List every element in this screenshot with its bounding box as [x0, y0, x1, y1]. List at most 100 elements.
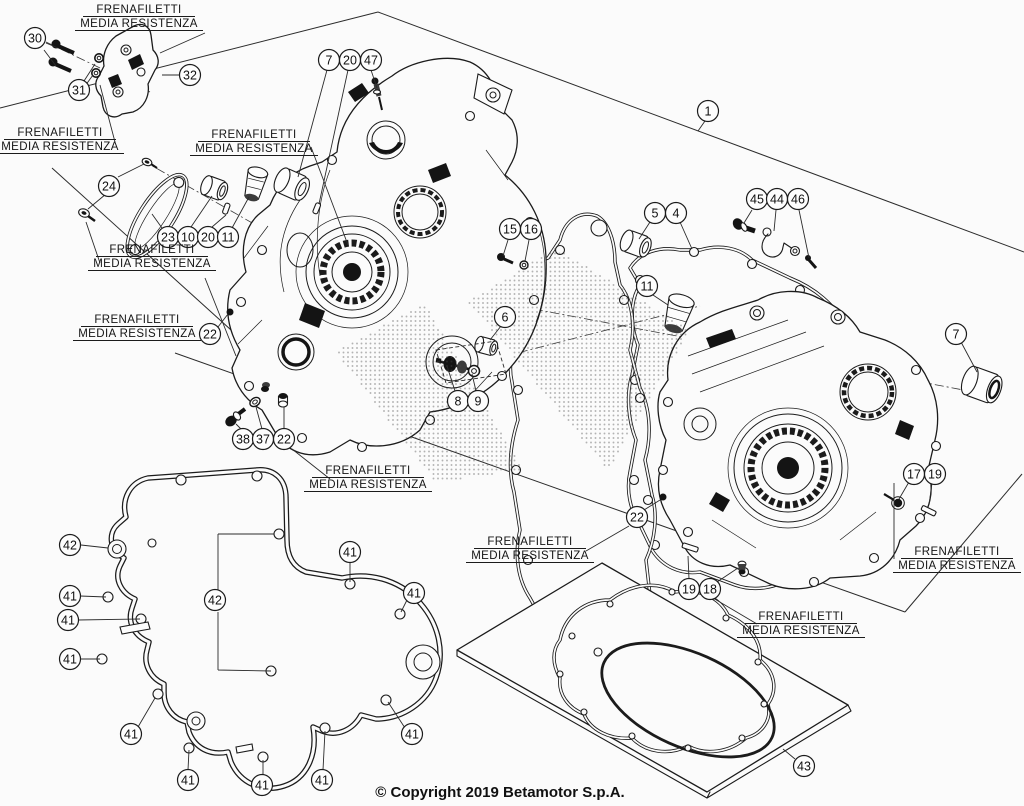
svg-text:18: 18 — [703, 582, 717, 596]
callout-11[interactable]: 11 — [216, 225, 240, 249]
svg-text:MEDIA RESISTENZA: MEDIA RESISTENZA — [742, 625, 860, 637]
callout-47[interactable]: 47 — [359, 48, 383, 72]
gasket-plate-43 — [456, 562, 852, 799]
callout-45[interactable]: 45 — [745, 187, 769, 211]
callout-20[interactable]: 20 — [196, 225, 220, 249]
callout-5[interactable]: 5 — [643, 201, 667, 225]
callout-41[interactable]: 41 — [176, 768, 200, 792]
callout-10[interactable]: 10 — [176, 225, 200, 249]
leader-lines — [43, 32, 978, 775]
dowel-22-right — [659, 493, 667, 501]
callout-38[interactable]: 38 — [231, 427, 255, 451]
svg-text:47: 47 — [364, 53, 378, 67]
svg-text:20: 20 — [343, 53, 357, 67]
callout-17[interactable]: 17 — [902, 462, 926, 486]
callout-42[interactable]: 42 — [58, 533, 82, 557]
callout-37[interactable]: 37 — [251, 427, 275, 451]
bolt-45 — [732, 218, 756, 234]
callout-46[interactable]: 46 — [786, 187, 810, 211]
callout-42[interactable]: 42 — [203, 588, 227, 612]
svg-text:41: 41 — [343, 545, 357, 559]
callout-11[interactable]: 11 — [635, 274, 659, 298]
bushing-5 — [619, 229, 652, 258]
svg-text:46: 46 — [791, 192, 805, 206]
dowel-22-left — [226, 308, 234, 316]
callout-23[interactable]: 23 — [156, 225, 180, 249]
svg-text:30: 30 — [28, 31, 42, 45]
callout-22[interactable]: 22 — [198, 322, 222, 346]
svg-text:FRENAFILETTI: FRENAFILETTI — [211, 129, 296, 141]
svg-text:44: 44 — [770, 192, 784, 206]
callout-7[interactable]: 7 — [944, 322, 968, 346]
callout-41[interactable]: 41 — [402, 581, 426, 605]
right-crankcase-half — [657, 290, 942, 590]
copyright-text: © Copyright 2019 Betamotor S.p.A. — [375, 784, 624, 801]
svg-text:MEDIA RESISTENZA: MEDIA RESISTENZA — [1, 141, 119, 153]
callout-22[interactable]: 22 — [625, 505, 649, 529]
svg-text:15: 15 — [503, 222, 517, 236]
svg-text:37: 37 — [256, 432, 270, 446]
callout-15[interactable]: 15 — [498, 217, 522, 241]
callout-43[interactable]: 43 — [792, 754, 816, 778]
svg-text:32: 32 — [183, 68, 197, 82]
callout-30[interactable]: 30 — [23, 26, 47, 50]
bolt-38 — [225, 407, 247, 427]
callout-41[interactable]: 41 — [58, 647, 82, 671]
svg-text:38: 38 — [236, 432, 250, 446]
svg-text:MEDIA RESISTENZA: MEDIA RESISTENZA — [471, 550, 589, 562]
svg-text:9: 9 — [475, 394, 482, 408]
svg-text:41: 41 — [407, 586, 421, 600]
callout-8[interactable]: 8 — [446, 389, 470, 413]
callout-41[interactable]: 41 — [310, 768, 334, 792]
svg-text:7: 7 — [953, 327, 960, 341]
oil-pump-shaft-8-9 — [435, 356, 481, 378]
plug-18 — [737, 560, 747, 575]
svg-text:1: 1 — [705, 104, 712, 118]
plug-11-left — [244, 166, 269, 202]
plug-22 — [261, 382, 289, 408]
svg-text:19: 19 — [928, 467, 942, 481]
gasket-42-bracket — [217, 533, 274, 672]
svg-text:16: 16 — [524, 222, 538, 236]
screw-46 — [805, 255, 818, 269]
callout-41[interactable]: 41 — [58, 584, 82, 608]
callout-6[interactable]: 6 — [493, 305, 517, 329]
callout-32[interactable]: 32 — [178, 63, 202, 87]
dowel-pin-19-bottom — [681, 542, 699, 553]
callout-19[interactable]: 19 — [923, 462, 947, 486]
svg-text:41: 41 — [124, 727, 138, 741]
svg-text:45: 45 — [750, 192, 764, 206]
callout-18[interactable]: 18 — [698, 577, 722, 601]
callout-41[interactable]: 41 — [56, 608, 80, 632]
callout-7[interactable]: 7 — [317, 48, 341, 72]
svg-text:41: 41 — [405, 727, 419, 741]
svg-text:41: 41 — [63, 652, 77, 666]
svg-text:43: 43 — [797, 759, 811, 773]
svg-text:6: 6 — [502, 310, 509, 324]
callout-4[interactable]: 4 — [664, 201, 688, 225]
svg-text:31: 31 — [72, 83, 86, 97]
callout-44[interactable]: 44 — [765, 187, 789, 211]
callout-24[interactable]: 24 — [97, 174, 121, 198]
svg-text:7: 7 — [326, 53, 333, 67]
callout-20[interactable]: 20 — [338, 48, 362, 72]
svg-text:FRENAFILETTI: FRENAFILETTI — [17, 127, 102, 139]
oil-jet-44 — [761, 227, 801, 258]
callout-1[interactable]: 1 — [696, 99, 720, 123]
callout-41[interactable]: 41 — [400, 722, 424, 746]
callout-22[interactable]: 22 — [272, 427, 296, 451]
svg-text:42: 42 — [63, 538, 77, 552]
callout-16[interactable]: 16 — [519, 217, 543, 241]
parts-artwork — [48, 23, 1003, 799]
callout-41[interactable]: 41 — [338, 540, 362, 564]
callout-41[interactable]: 41 — [250, 773, 274, 797]
callout-41[interactable]: 41 — [119, 722, 143, 746]
callout-19[interactable]: 19 — [677, 577, 701, 601]
callout-31[interactable]: 31 — [67, 78, 91, 102]
callout-9[interactable]: 9 — [466, 389, 490, 413]
